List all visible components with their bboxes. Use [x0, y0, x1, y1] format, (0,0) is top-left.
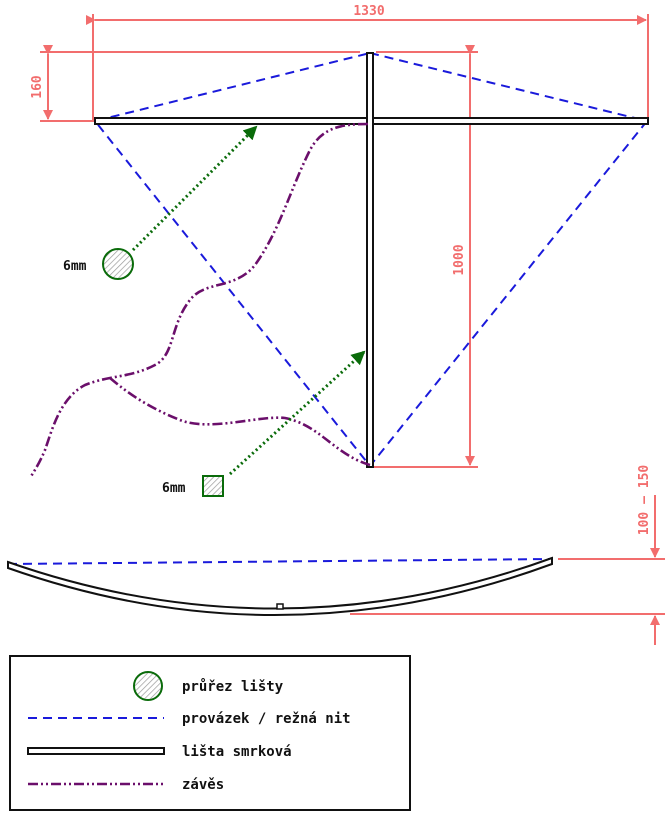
legend-label-string: provázek / režná nit	[182, 711, 351, 727]
legend-symbol-section-icon	[133, 671, 163, 701]
legend-label-spar: lišta smrková	[182, 744, 292, 760]
callout-label-square: 6mm	[162, 481, 186, 496]
bridle-line	[28, 122, 371, 479]
callout-arrow-round	[131, 125, 258, 252]
dim-upper-label: 160	[30, 75, 45, 99]
spine-end-mark	[276, 603, 284, 610]
bowed-spar-side-view	[7, 556, 553, 616]
dimension-lines	[40, 14, 665, 645]
kite-string-outline	[7, 51, 649, 565]
legend-symbol-spar	[27, 747, 165, 755]
callout-arrow-square	[228, 350, 366, 476]
legend-label-bridle: závěs	[182, 777, 224, 793]
callout-label-round: 6mm	[63, 259, 87, 274]
legend-label-section: průřez lišty	[182, 678, 284, 695]
dim-spine-label: 1000	[452, 244, 467, 275]
section-callouts	[102, 125, 366, 497]
kite-spars	[7, 52, 649, 616]
dim-width-label: 1330	[353, 4, 384, 19]
round-section-icon	[102, 248, 134, 280]
legend: průřez lišty provázek / režná nit lišta …	[9, 655, 411, 811]
dim-bow-label: 100 – 150	[637, 465, 652, 536]
spine-spar	[366, 52, 374, 468]
square-section-icon	[202, 475, 224, 497]
